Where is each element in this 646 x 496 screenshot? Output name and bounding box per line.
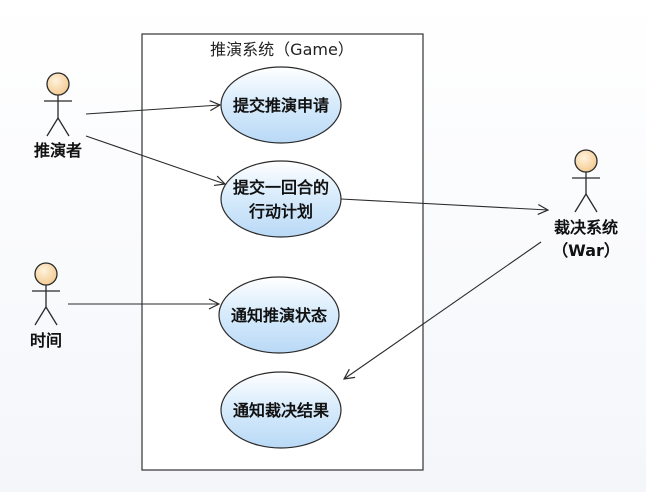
association-director-submit-plan xyxy=(85,135,225,184)
use-case-label-line2: 行动计划 xyxy=(248,202,313,221)
use-case-notify-state[interactable]: 通知推演状态 xyxy=(218,276,340,354)
actor-war[interactable]: 裁决系统 （War） xyxy=(552,149,620,260)
use-case-ellipse[interactable] xyxy=(218,276,340,354)
actor-label: 时间 xyxy=(30,331,62,350)
system-title: 推演系统（Game） xyxy=(210,40,354,59)
use-case-label: 通知推演状态 xyxy=(231,306,327,325)
associations xyxy=(68,105,548,379)
actor-label: 推演者 xyxy=(34,141,82,160)
use-case-submit-plan[interactable]: 提交一回合的 行动计划 xyxy=(220,160,342,238)
use-case-ellipse[interactable] xyxy=(220,160,342,238)
use-case-submit-request[interactable]: 提交推演申请 xyxy=(220,66,342,144)
actor-director[interactable]: 推演者 xyxy=(34,72,82,160)
actor-label-line1: 裁决系统 xyxy=(554,218,618,237)
stick-figure-icon xyxy=(32,262,60,326)
stick-figure-icon xyxy=(44,72,72,137)
use-case-ellipse[interactable] xyxy=(220,371,342,449)
actor-time[interactable]: 时间 xyxy=(30,262,62,350)
actor-label-line2: （War） xyxy=(552,241,620,260)
association-war-notify-result xyxy=(344,241,542,379)
use-case-ellipse[interactable] xyxy=(220,66,342,144)
use-case-label: 通知裁决结果 xyxy=(233,401,329,420)
use-case-label: 提交推演申请 xyxy=(233,96,329,115)
association-director-submit-request xyxy=(85,105,220,115)
stick-figure-icon xyxy=(572,149,600,213)
use-case-notify-result[interactable]: 通知裁决结果 xyxy=(220,371,342,449)
association-submit-plan-war xyxy=(340,198,548,210)
use-case-label-line1: 提交一回合的 xyxy=(233,178,329,197)
